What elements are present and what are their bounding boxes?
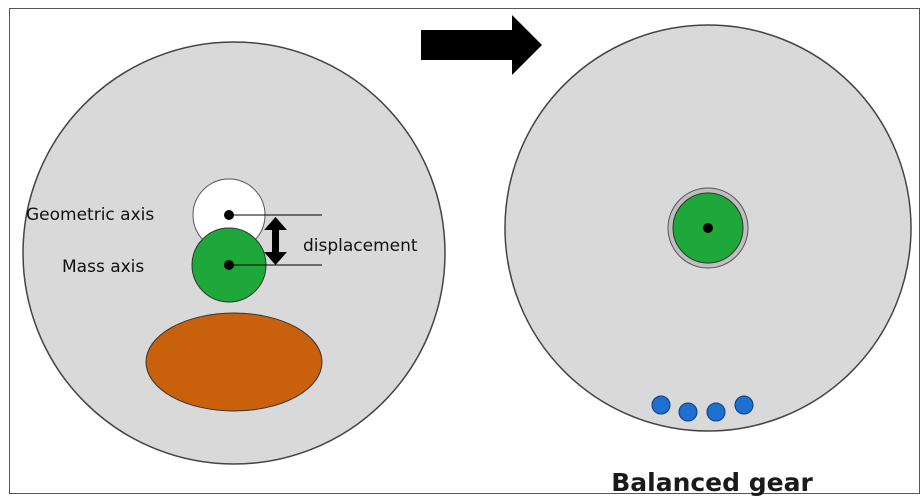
balance-weight xyxy=(651,395,671,415)
balance-weight xyxy=(678,402,698,422)
double-headed-arrow-icon xyxy=(264,217,287,265)
geometric-axis-label: Geometric axis xyxy=(26,205,154,225)
balance-weight xyxy=(706,402,726,422)
right-arrow-icon xyxy=(421,15,542,75)
balanced-gear-caption: Balanced gear xyxy=(611,468,813,496)
balance-weight xyxy=(734,395,754,415)
mass-axis-label: Mass axis xyxy=(62,257,144,277)
eccentric-mass xyxy=(145,312,323,412)
diagram-frame xyxy=(9,8,920,494)
balanced-gear: Balanced gear xyxy=(504,24,912,496)
displacement-label: displacement xyxy=(303,236,418,256)
unbalanced-gear: Geometric axis Mass axis displacement xyxy=(22,41,446,465)
center-axis-dot xyxy=(703,223,713,233)
